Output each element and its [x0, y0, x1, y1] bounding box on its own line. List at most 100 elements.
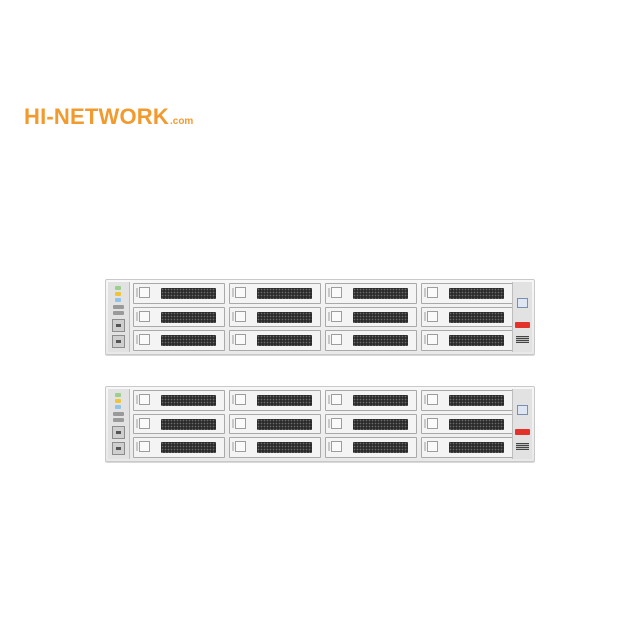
drive-bay	[325, 390, 417, 411]
front-control-panel	[108, 389, 130, 459]
power-button	[113, 412, 124, 416]
drive-led-icon	[232, 288, 234, 297]
drive-bay-grid	[133, 390, 513, 458]
front-label-panel	[512, 282, 532, 352]
drive-vent-icon	[353, 335, 408, 347]
drive-bay	[133, 283, 225, 304]
drive-latch-icon	[331, 287, 342, 298]
drive-bay	[229, 390, 321, 411]
drive-latch-icon	[331, 394, 342, 405]
brand-logo-tld: .com	[169, 116, 194, 127]
drive-latch-icon	[139, 287, 150, 298]
drive-vent-icon	[161, 288, 216, 299]
vent-grill-icon	[516, 336, 529, 343]
vent-grill-icon	[516, 443, 529, 450]
drive-bay	[133, 330, 225, 351]
power-button	[113, 305, 124, 309]
drive-latch-icon	[139, 441, 150, 453]
drive-latch-icon	[139, 334, 150, 346]
drive-vent-icon	[161, 442, 216, 454]
drive-vent-icon	[161, 335, 216, 347]
drive-latch-icon	[331, 334, 342, 346]
drive-vent-icon	[353, 418, 408, 430]
usb-port-icon	[112, 426, 125, 439]
drive-bay	[325, 437, 417, 458]
drive-latch-icon	[331, 310, 342, 322]
front-control-panel	[108, 282, 130, 352]
service-led-icon	[115, 292, 121, 296]
drive-led-icon	[136, 335, 138, 345]
drive-bay	[229, 437, 321, 458]
info-tag-icon	[517, 298, 528, 308]
brand-logo-text: HI-NETWORK	[24, 104, 169, 129]
server-chassis-top	[105, 279, 535, 355]
drive-bay	[133, 413, 225, 435]
drive-latch-icon	[235, 310, 246, 322]
drive-vent-icon	[353, 288, 408, 299]
drive-latch-icon	[235, 287, 246, 298]
drive-vent-icon	[353, 311, 408, 323]
drive-led-icon	[424, 418, 426, 428]
power-led-icon	[115, 393, 121, 397]
drive-latch-icon	[235, 334, 246, 346]
drive-latch-icon	[427, 394, 438, 405]
drive-led-icon	[424, 395, 426, 404]
drive-bay	[229, 306, 321, 328]
locator-led-icon	[115, 405, 121, 409]
drive-led-icon	[328, 288, 330, 297]
drive-led-icon	[328, 418, 330, 428]
drive-led-icon	[136, 418, 138, 428]
drive-bay	[229, 330, 321, 351]
drive-latch-icon	[331, 441, 342, 453]
drive-bay	[133, 437, 225, 458]
drive-led-icon	[424, 335, 426, 345]
drive-latch-icon	[427, 417, 438, 429]
drive-vent-icon	[353, 442, 408, 454]
front-label-panel	[512, 389, 532, 459]
drive-led-icon	[424, 311, 426, 321]
brand-logo: HI-NETWORK.com	[24, 104, 193, 130]
drive-latch-icon	[427, 310, 438, 322]
drive-led-icon	[136, 442, 138, 452]
drive-led-icon	[328, 311, 330, 321]
drive-latch-icon	[235, 417, 246, 429]
reset-button	[113, 311, 124, 315]
drive-led-icon	[136, 288, 138, 297]
drive-bay	[421, 413, 513, 435]
drive-vent-icon	[449, 418, 504, 430]
drive-latch-icon	[331, 417, 342, 429]
usb-port-icon	[112, 442, 125, 455]
server-chassis-bottom	[105, 386, 535, 462]
drive-led-icon	[328, 335, 330, 345]
drive-bay	[421, 437, 513, 458]
drive-bay	[325, 330, 417, 351]
brand-badge-icon	[515, 322, 530, 328]
drive-bay	[325, 413, 417, 435]
drive-vent-icon	[449, 288, 504, 299]
drive-vent-icon	[257, 335, 312, 347]
drive-led-icon	[232, 335, 234, 345]
drive-led-icon	[136, 311, 138, 321]
drive-bay	[325, 306, 417, 328]
drive-vent-icon	[257, 288, 312, 299]
drive-led-icon	[328, 442, 330, 452]
drive-bay-grid	[133, 283, 513, 351]
brand-badge-icon	[515, 429, 530, 435]
drive-bay	[229, 413, 321, 435]
drive-vent-icon	[449, 395, 504, 406]
drive-bay	[133, 390, 225, 411]
drive-vent-icon	[257, 418, 312, 430]
drive-bay	[133, 306, 225, 328]
drive-bay	[325, 283, 417, 304]
drive-led-icon	[232, 418, 234, 428]
drive-bay	[229, 283, 321, 304]
drive-vent-icon	[257, 311, 312, 323]
reset-button	[113, 418, 124, 422]
drive-vent-icon	[353, 395, 408, 406]
usb-port-icon	[112, 335, 125, 348]
drive-vent-icon	[161, 311, 216, 323]
drive-bay	[421, 283, 513, 304]
drive-vent-icon	[449, 442, 504, 454]
drive-led-icon	[232, 442, 234, 452]
info-tag-icon	[517, 405, 528, 415]
